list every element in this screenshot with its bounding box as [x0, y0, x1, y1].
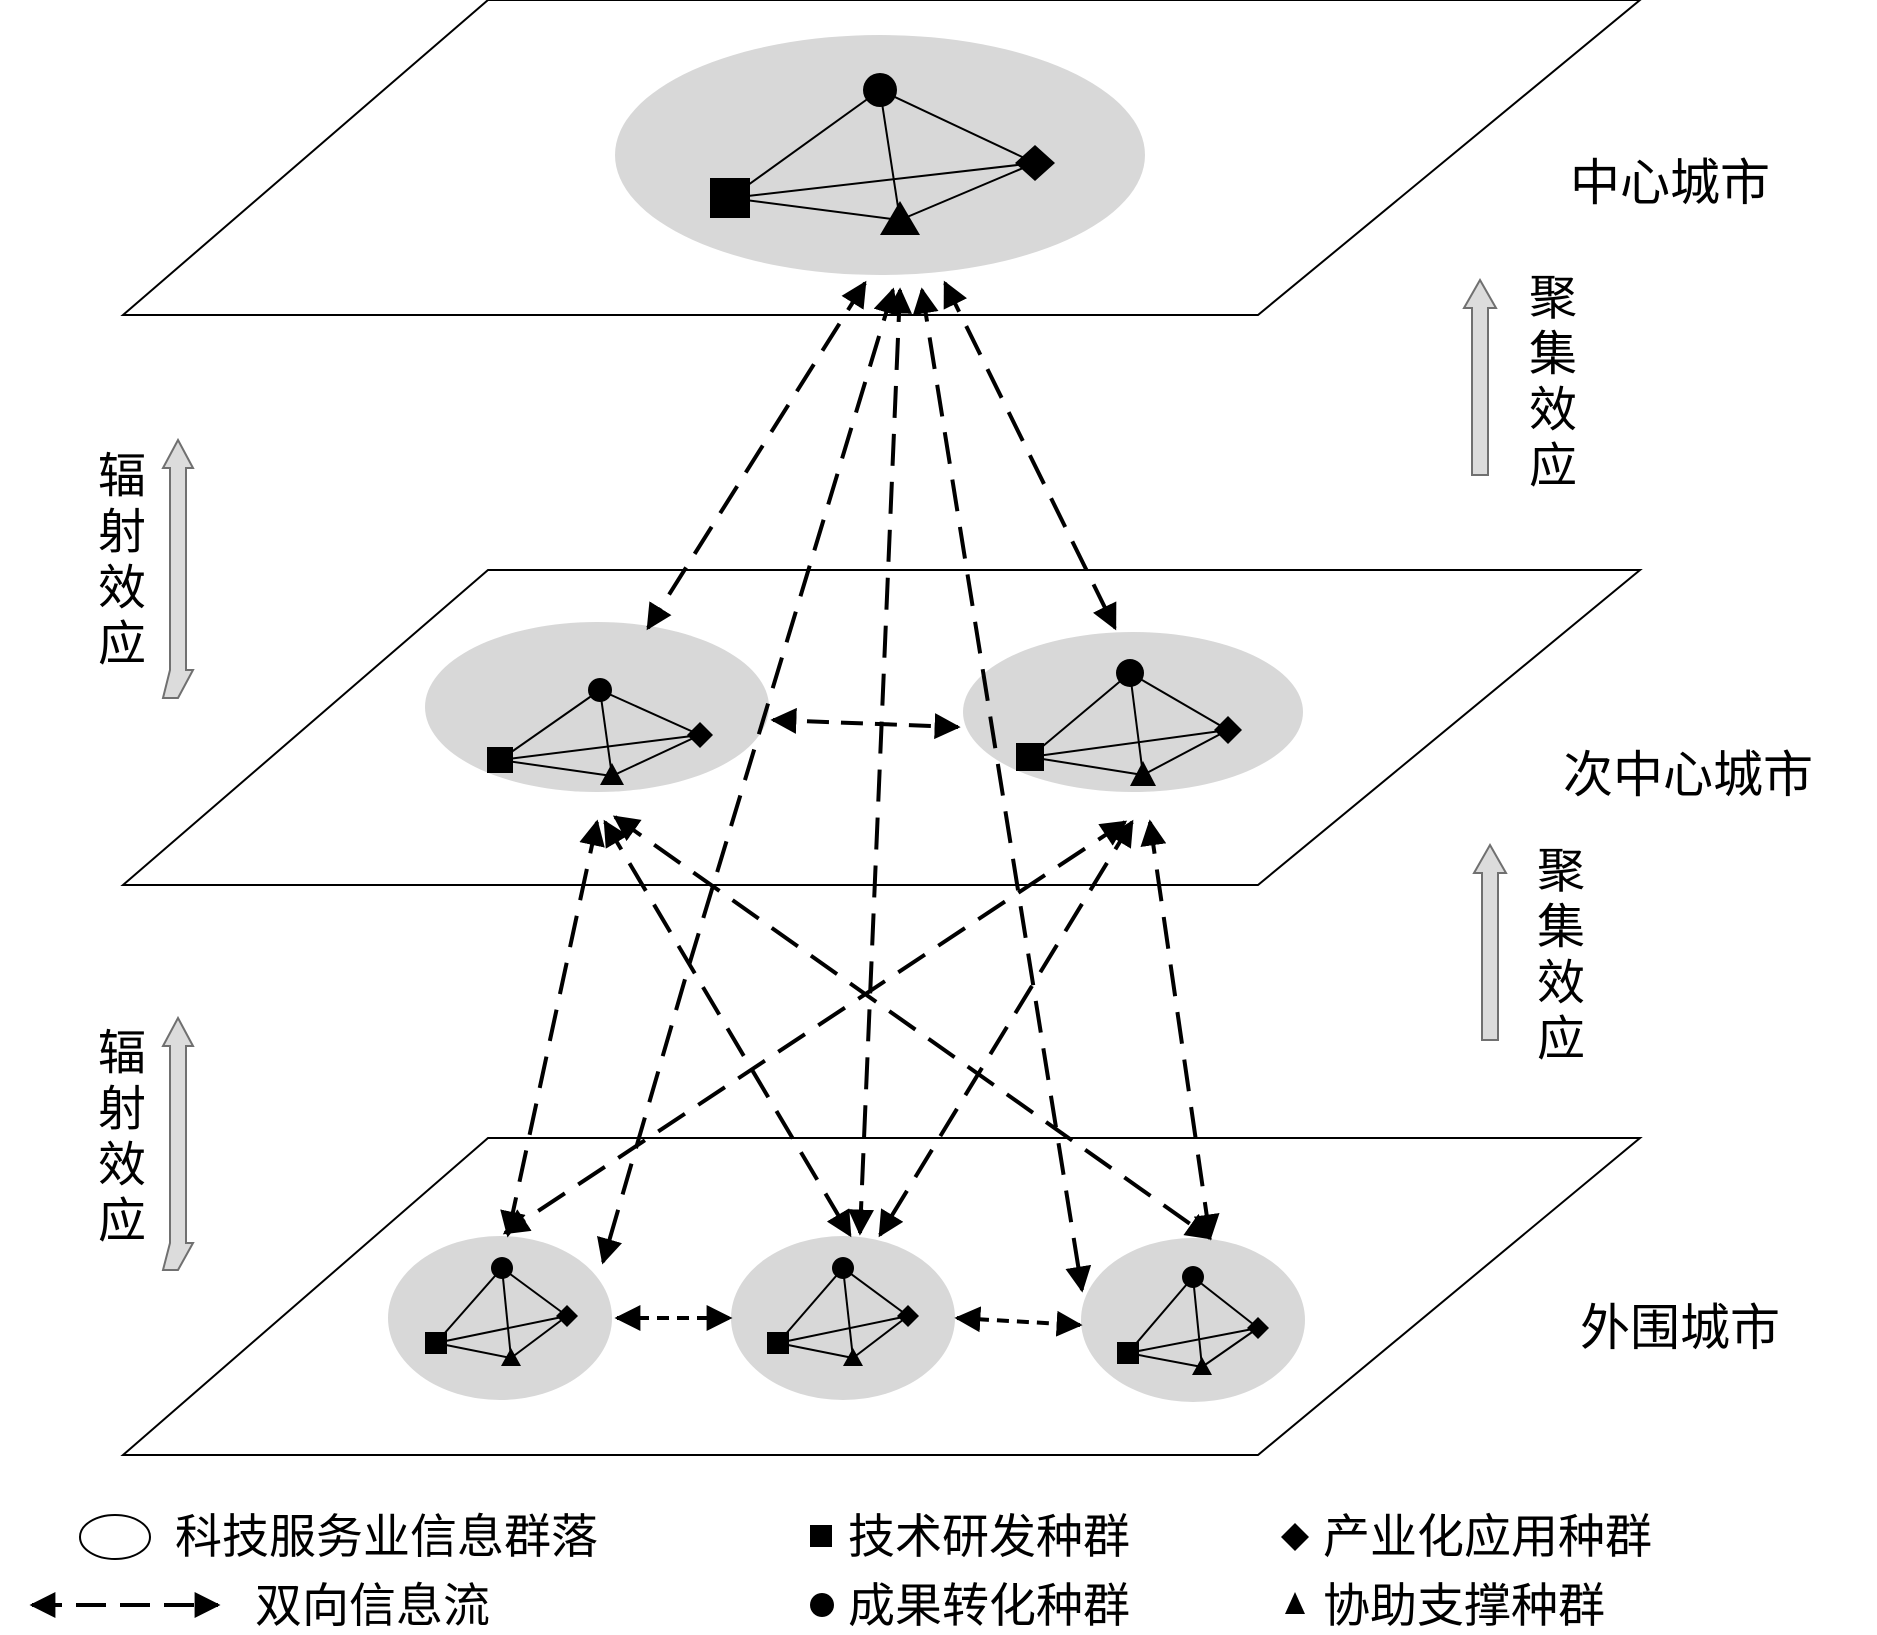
radiation-label-upper: 辐射效应 [89, 450, 145, 674]
aggregation-label-upper: 聚集效应 [1520, 272, 1576, 496]
community-outer-middle [731, 1236, 955, 1400]
network-outer-right [1117, 1266, 1269, 1375]
legend-community-symbol [79, 1514, 151, 1560]
plane-center [120, 0, 1642, 316]
flow-subleft-subright [770, 707, 961, 740]
network-center [710, 73, 1055, 235]
community-outer-right [1081, 1238, 1305, 1402]
community-center [615, 35, 1145, 275]
community-sub-right [963, 632, 1303, 792]
flow-subright-outermiddle [878, 819, 1134, 1238]
aggregation-arrow-lower [1472, 842, 1508, 1041]
legend-industrial-label: 产业化应用种群 [1323, 1510, 1652, 1565]
radiation-arrow-upper [161, 437, 195, 699]
radiation-arrow-lower [161, 1015, 195, 1271]
plane-outer [120, 1137, 1643, 1456]
legend-rd-label: 技术研发种群 [848, 1510, 1130, 1565]
flow-subright-outerleft [502, 820, 1128, 1235]
flow-subleft-outermiddle [603, 819, 852, 1238]
flow-center-outermiddle [848, 287, 912, 1236]
flow-center-subright [943, 280, 1117, 631]
legend-community-label: 科技服务业信息群落 [175, 1510, 598, 1565]
level-label-outer: 外围城市 [1580, 1299, 1780, 1357]
flow-center-outerright [912, 287, 1092, 1293]
aggregation-arrow-upper [1462, 277, 1498, 476]
aggregation-label-lower: 聚集效应 [1528, 845, 1584, 1069]
legend-support-label: 协助支撑种群 [1323, 1579, 1605, 1634]
legend-flow-label: 双向信息流 [255, 1579, 490, 1634]
radiation-label-lower: 辐射效应 [89, 1027, 145, 1251]
level-label-sub-center: 次中心城市 [1563, 746, 1813, 804]
flow-subleft-outerright [612, 815, 1213, 1240]
legend-transformation-label: 成果转化种群 [848, 1579, 1130, 1634]
flow-subright-outerright [1140, 819, 1220, 1241]
legend-industrial-symbol [1281, 1523, 1309, 1551]
flow-outermiddle-outerright [954, 1306, 1083, 1337]
legend-transformation-symbol [810, 1593, 834, 1617]
community-sub-left [425, 622, 769, 792]
info-flows [500, 280, 1220, 1337]
network-outer-left [425, 1257, 578, 1366]
flow-subleft-outerleft [500, 819, 605, 1238]
flow-center-subleft [646, 280, 867, 631]
legend: 科技服务业信息群落 技术研发种群 产业化应用种群 双向信息流 成果转化种群 协助… [29, 1510, 1652, 1634]
legend-rd-symbol [810, 1525, 832, 1547]
plane-sub-center [120, 569, 1643, 886]
community-outer-left [388, 1236, 612, 1400]
level-label-center: 中心城市 [1570, 154, 1770, 212]
legend-support-symbol [1285, 1592, 1305, 1614]
